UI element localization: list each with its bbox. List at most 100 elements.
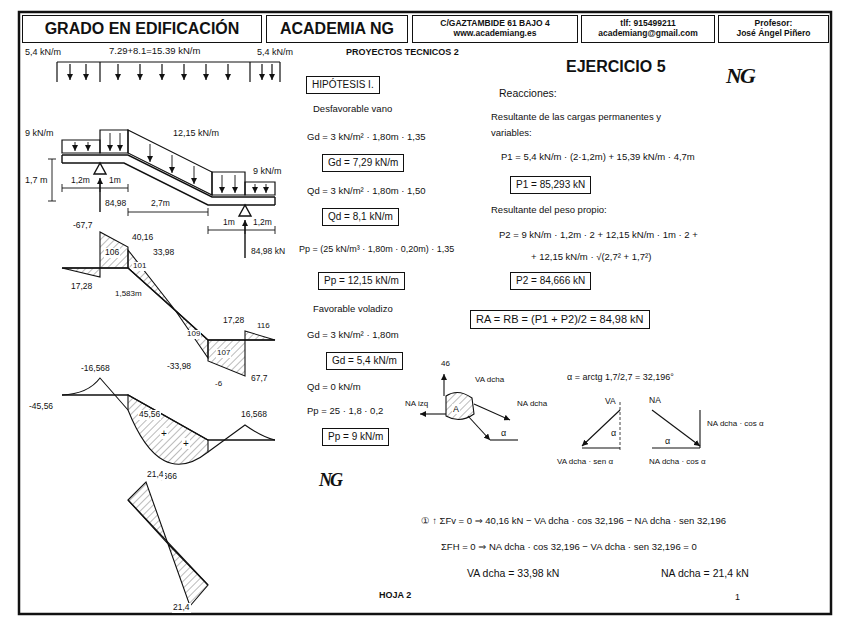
box-text: Pp = 12,15 kN/m: [324, 275, 399, 287]
box-text: ACADEMIA NG: [280, 20, 394, 38]
annotation-text: Pp = 25 · 1,8 · 0,2: [306, 406, 384, 417]
annotation-text: ① ↑ ΣFv = 0 ⇒ 40,16 kN − VA dcha · cos 3…: [420, 516, 727, 527]
axial-diagram: [128, 482, 168, 544]
box-text: P1 = 85,293 kN: [516, 179, 585, 191]
annotation-text: Qd = 0 kN/m: [306, 382, 362, 393]
result-box: Gd = 5,4 kN/m: [326, 352, 403, 370]
annotation-text: ΣFH = 0 ⇒ NA dcha · cos 32,196 − VA dcha…: [440, 542, 698, 553]
annotation-text: 16,568: [240, 410, 268, 420]
annotation-text: NA dcha: [516, 400, 548, 409]
load-diagram: [205, 64, 206, 80]
beam-profile: [62, 155, 275, 205]
annotation-text: Gd = 3 kN/m² · 1,80m · 1,35: [306, 132, 427, 143]
moment-diagram: [62, 378, 275, 464]
load-diagram: [172, 155, 173, 173]
load-diagram: [271, 64, 272, 80]
free-body-sketch: [652, 410, 700, 446]
annotation-text: P1 = 5,4 kN/m · (2·1,2m) + 15,39 kN/m · …: [500, 152, 696, 163]
free-body-sketch: [443, 374, 444, 396]
annotation-text: 101: [132, 262, 147, 271]
annotation-text: α = arctg 1,7/2,7 = 32,196°: [566, 372, 675, 382]
box-text: HIPÓTESIS I.: [312, 79, 374, 91]
annotation-text: α: [610, 428, 617, 438]
box-text: Profesor:: [755, 19, 793, 29]
exercise-title: EJERCICIO 5: [565, 58, 667, 76]
shear-diagram: [62, 232, 275, 376]
annotation-text: HOJA 2: [378, 590, 412, 600]
annotation-text: NA izq: [404, 400, 429, 409]
load-diagram: [194, 166, 195, 184]
free-body-sketch: [582, 447, 620, 448]
annotation-text: 1,2m: [252, 218, 273, 228]
annotation-text: 45,56: [138, 410, 161, 420]
axial-diagram: [128, 500, 208, 585]
beam-profile: [94, 163, 106, 174]
free-body-sketch: [620, 402, 621, 452]
load-diagram: [69, 64, 70, 80]
shear-diagram: [245, 331, 275, 340]
annotation-text: +: [160, 428, 168, 439]
box-text: tlf: 915499211: [620, 19, 675, 29]
load-diagram: [212, 172, 245, 195]
beam-profile: [62, 155, 275, 197]
load-diagram: [70, 64, 272, 80]
load-diagram: [88, 142, 89, 151]
box-text: Gd = 5,4 kN/m: [332, 355, 397, 367]
annotation-text: 40,16: [131, 233, 154, 243]
load-diagram: [120, 133, 121, 151]
result-box: Pp = 12,15 kN/m: [318, 272, 405, 290]
box-text: GRADO EN EDIFICACIÓN: [45, 20, 240, 38]
header-box: ACADEMIA NG: [266, 15, 408, 43]
free-body-sketch: [420, 413, 446, 414]
load-diagram: [150, 144, 151, 162]
annotation-text: 1m: [108, 176, 122, 186]
result-box: HIPÓTESIS I.: [306, 76, 380, 94]
box-text: C/GAZTAMBIDE 61 BAJO 4: [440, 19, 549, 29]
load-diagram: [75, 142, 76, 151]
load-diagram: [62, 140, 100, 153]
annotation-text: NA dcha · cos α: [648, 458, 707, 467]
result-box: RA = RB = (P1 + P2)/2 = 84,98 kN: [470, 310, 650, 329]
annotation-text: 107: [216, 349, 231, 358]
annotation-text: α: [500, 428, 507, 438]
free-body-sketch: [446, 392, 474, 419]
header-box: GRADO EN EDIFICACIÓN: [22, 15, 262, 43]
load-diagram: [117, 64, 118, 80]
annotation-text: α: [664, 436, 671, 446]
annotation-text: 46: [440, 360, 451, 369]
annotation-text: 9 kN/m: [252, 166, 283, 176]
dimension-lines: [128, 208, 208, 216]
shear-diagram: [128, 250, 175, 310]
load-diagram: [57, 62, 280, 82]
annotation-text: +: [182, 438, 190, 449]
annotation-text: Resultante del peso propio:: [490, 205, 608, 216]
free-body-sketch: [420, 374, 700, 452]
shear-diagram: [62, 268, 275, 340]
annotation-text: 9 kN/m: [24, 128, 55, 138]
annotation-text: 17,28: [70, 282, 93, 292]
box-text: José Ángel Piñero: [736, 29, 810, 39]
annotation-text: VA dcha · sen α: [556, 458, 614, 467]
shear-diagram: [62, 268, 100, 277]
load-diagram: [222, 175, 223, 193]
result-box: P1 = 85,293 kN: [510, 176, 591, 194]
beam-profile: [99, 178, 100, 212]
load-diagram: [161, 64, 162, 80]
load-diagram: [110, 133, 111, 151]
box-text: Pp = 9 kN/m: [328, 431, 383, 443]
annotation-text: NA: [648, 396, 662, 406]
annotation-text: 84,98 kN: [250, 247, 286, 257]
beam-profile: [244, 220, 245, 258]
annotation-text: 2,7m: [150, 199, 171, 209]
annotation-text: 12,15 kN/m: [172, 128, 220, 138]
header-box: Profesor:José Ángel Piñero: [718, 15, 829, 43]
annotation-text: + 12,15 kN/m · √(2,7² + 1,7²): [530, 252, 652, 263]
annotation-text: PROYECTOS TECNICOS 2: [345, 47, 460, 57]
annotation-text: VA dcha = 33,98 kN: [466, 568, 560, 580]
header-box: C/GAZTAMBIDE 61 BAJO 4www.academiang.es: [412, 15, 578, 43]
annotation-text: VA dcha: [474, 376, 505, 385]
shear-diagram: [175, 310, 208, 358]
annotation-text: 21,4: [146, 470, 165, 480]
load-diagram: [261, 64, 262, 80]
annotation-text: 21,4: [172, 603, 191, 613]
